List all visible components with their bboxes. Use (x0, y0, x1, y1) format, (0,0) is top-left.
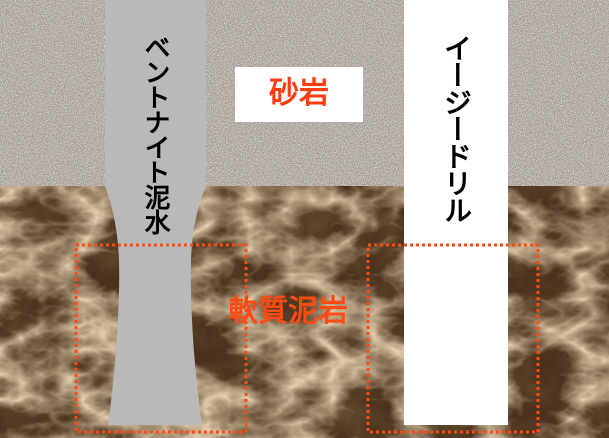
easy-drill-borehole (404, 0, 508, 425)
sandstone-label: 砂岩 (269, 76, 329, 111)
soft-mudstone-label: 軟質泥岩 (228, 294, 348, 329)
bentonite-slurry-borehole (105, 0, 206, 425)
sandstone-label-box (235, 67, 363, 122)
bentonite-slurry-label: ベントナイト泥水 (140, 34, 170, 234)
right-dotted-box (366, 243, 540, 434)
easy-drill-label: イージードリル (440, 34, 473, 223)
left-dotted-box (74, 243, 248, 434)
